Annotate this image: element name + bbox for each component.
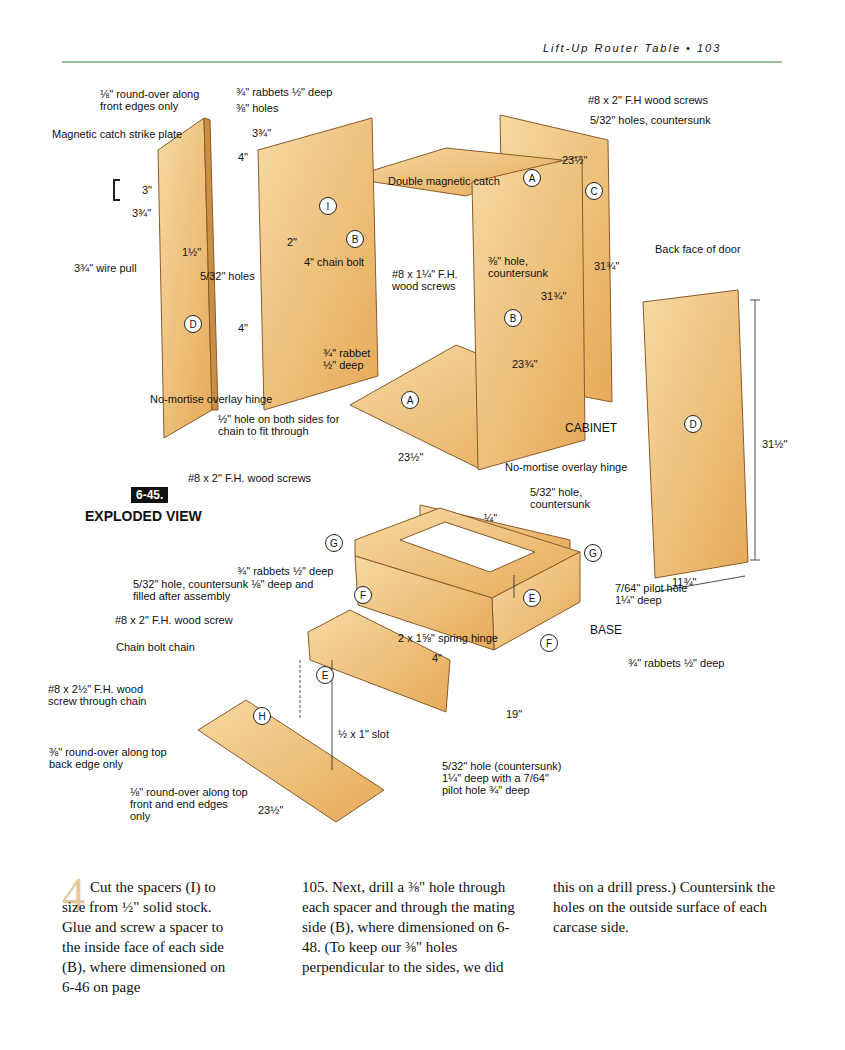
body-text: 105. Next, drill a ⅜" hole through each … bbox=[302, 877, 527, 977]
node-text: B bbox=[352, 234, 359, 245]
callout-letter: F bbox=[540, 634, 558, 652]
dimension-label: ¾" rabbets ½" deep bbox=[628, 657, 725, 669]
dimension-label: 5/32" holes, countersunk bbox=[590, 114, 711, 126]
dimension-label: 3¾" bbox=[252, 127, 271, 139]
dimension-label: 5/32" hole, countersunk bbox=[530, 486, 622, 510]
dimension-label: 4" bbox=[238, 322, 248, 334]
dimension-label: #8 x 2½" F.H. wood screw through chain bbox=[48, 683, 148, 707]
callout-letter: D bbox=[184, 315, 202, 333]
dimension-label: #8 x 2" F.H. wood screws bbox=[188, 472, 311, 484]
callout-letter: A bbox=[523, 169, 541, 187]
dimension-label: ⅜" round-over along top back edge only bbox=[49, 746, 169, 770]
dimension-label: Magnetic catch strike plate bbox=[52, 128, 182, 140]
dimension-label: 2" bbox=[287, 236, 297, 248]
dimension-label: ⅜" holes bbox=[236, 102, 278, 114]
dimension-label: ¼" bbox=[484, 512, 497, 524]
node-text: A bbox=[529, 173, 536, 184]
dimension-label: 7/64" pilot hole 1¼" deep bbox=[615, 582, 707, 606]
running-header: Lift-Up Router Table • 103 bbox=[543, 42, 721, 54]
callout-letter: A bbox=[401, 391, 419, 409]
callout-letter: D bbox=[684, 415, 702, 433]
node-text: C bbox=[590, 186, 597, 197]
body-text: this on a drill press.) Countersink the … bbox=[553, 877, 781, 937]
dimension-label: ⅛" round-over along front edges only bbox=[100, 88, 220, 112]
dimension-label: 4" bbox=[432, 652, 442, 664]
dimension-label: 5/32" hole (countersunk) 1¼" deep with a… bbox=[442, 760, 566, 796]
dimension-label: ⅜" hole, countersunk bbox=[488, 255, 560, 279]
callout-letter: E bbox=[523, 589, 541, 607]
header-rule bbox=[62, 62, 782, 63]
dimension-label: No-mortise overlay hinge bbox=[505, 461, 627, 473]
node-text: D bbox=[689, 419, 696, 430]
dimension-label: 4" chain bolt bbox=[304, 256, 364, 268]
dimension-label: 1½" bbox=[182, 246, 201, 258]
dimension-label: 5/32" hole, countersunk ⅛" deep and fill… bbox=[133, 578, 338, 602]
dimension-label: 19" bbox=[506, 708, 522, 720]
figure-number: 6-45. bbox=[131, 487, 168, 503]
node-text: F bbox=[360, 590, 366, 601]
node-text: H bbox=[258, 711, 265, 722]
dimension-label: 31¾" bbox=[541, 290, 566, 302]
callout-letter: E bbox=[316, 666, 334, 684]
body-text: Cut the spacers (I) to size from ½" soli… bbox=[62, 877, 234, 997]
wood-parts bbox=[158, 115, 748, 822]
dimension-label: 31¾" bbox=[594, 260, 619, 272]
callout-letter: C bbox=[585, 182, 603, 200]
dimension-label: ⅛" round-over along top front and end ed… bbox=[130, 786, 248, 822]
dimension-label: 3" bbox=[142, 184, 152, 196]
callout-letter: F bbox=[354, 586, 372, 604]
dimension-label: 31½" bbox=[762, 438, 787, 450]
node-text: E bbox=[529, 593, 536, 604]
leader-lines bbox=[114, 180, 760, 770]
callout-letter: G bbox=[325, 534, 343, 552]
dimension-label: #8 x 2" F.H wood screws bbox=[588, 94, 708, 106]
dimension-label: No-mortise overlay hinge bbox=[150, 393, 272, 405]
dimension-label: 2 x 1⅝" spring hinge bbox=[398, 632, 498, 644]
dimension-label: 23½" bbox=[398, 451, 423, 463]
node-text: I bbox=[327, 201, 330, 212]
node-text: G bbox=[330, 538, 338, 549]
dimension-label: ½" hole on both sides for chain to fit t… bbox=[218, 413, 350, 437]
assembly-label: CABINET bbox=[565, 422, 617, 434]
dimension-label: 4" bbox=[238, 151, 248, 163]
node-text: E bbox=[322, 670, 329, 681]
node-text: D bbox=[189, 319, 196, 330]
dimension-label: #8 x 2" F.H. wood screw bbox=[115, 614, 233, 626]
figure-title: EXPLODED VIEW bbox=[85, 508, 202, 524]
callout-letter: B bbox=[346, 230, 364, 248]
dimension-label: 5/32" holes bbox=[200, 270, 255, 282]
node-text: B bbox=[510, 313, 517, 324]
dimension-label: #8 x 1¼" F.H. wood screws bbox=[392, 268, 474, 292]
dimension-label: ½ x 1" slot bbox=[338, 728, 389, 740]
callout-letter: I bbox=[319, 197, 337, 215]
node-text: A bbox=[407, 395, 414, 406]
dimension-label: Double magnetic catch bbox=[388, 175, 500, 187]
dimension-label: ¾" rabbet ½" deep bbox=[323, 347, 385, 371]
node-text: 6-45. bbox=[136, 488, 163, 502]
assembly-label: BASE bbox=[590, 624, 622, 636]
dimension-label: ¾" rabbets ½" deep bbox=[237, 565, 334, 577]
dimension-label: 23½" bbox=[258, 804, 283, 816]
dimension-label: 23½" bbox=[562, 154, 587, 166]
callout-letter: H bbox=[253, 707, 271, 725]
dimension-label: ¾" rabbets ½" deep bbox=[236, 86, 333, 98]
callout-letter: G bbox=[584, 544, 602, 562]
node-text: F bbox=[546, 638, 552, 649]
node-text: G bbox=[589, 548, 597, 559]
dimension-label: 3¾" bbox=[132, 207, 151, 219]
callout-letter: B bbox=[504, 309, 522, 327]
dimension-label: 3¾" wire pull bbox=[74, 262, 137, 274]
dimension-label: 23¾" bbox=[512, 358, 537, 370]
dimension-label: Chain bolt chain bbox=[116, 641, 195, 653]
dimension-label: Back face of door bbox=[655, 243, 741, 255]
